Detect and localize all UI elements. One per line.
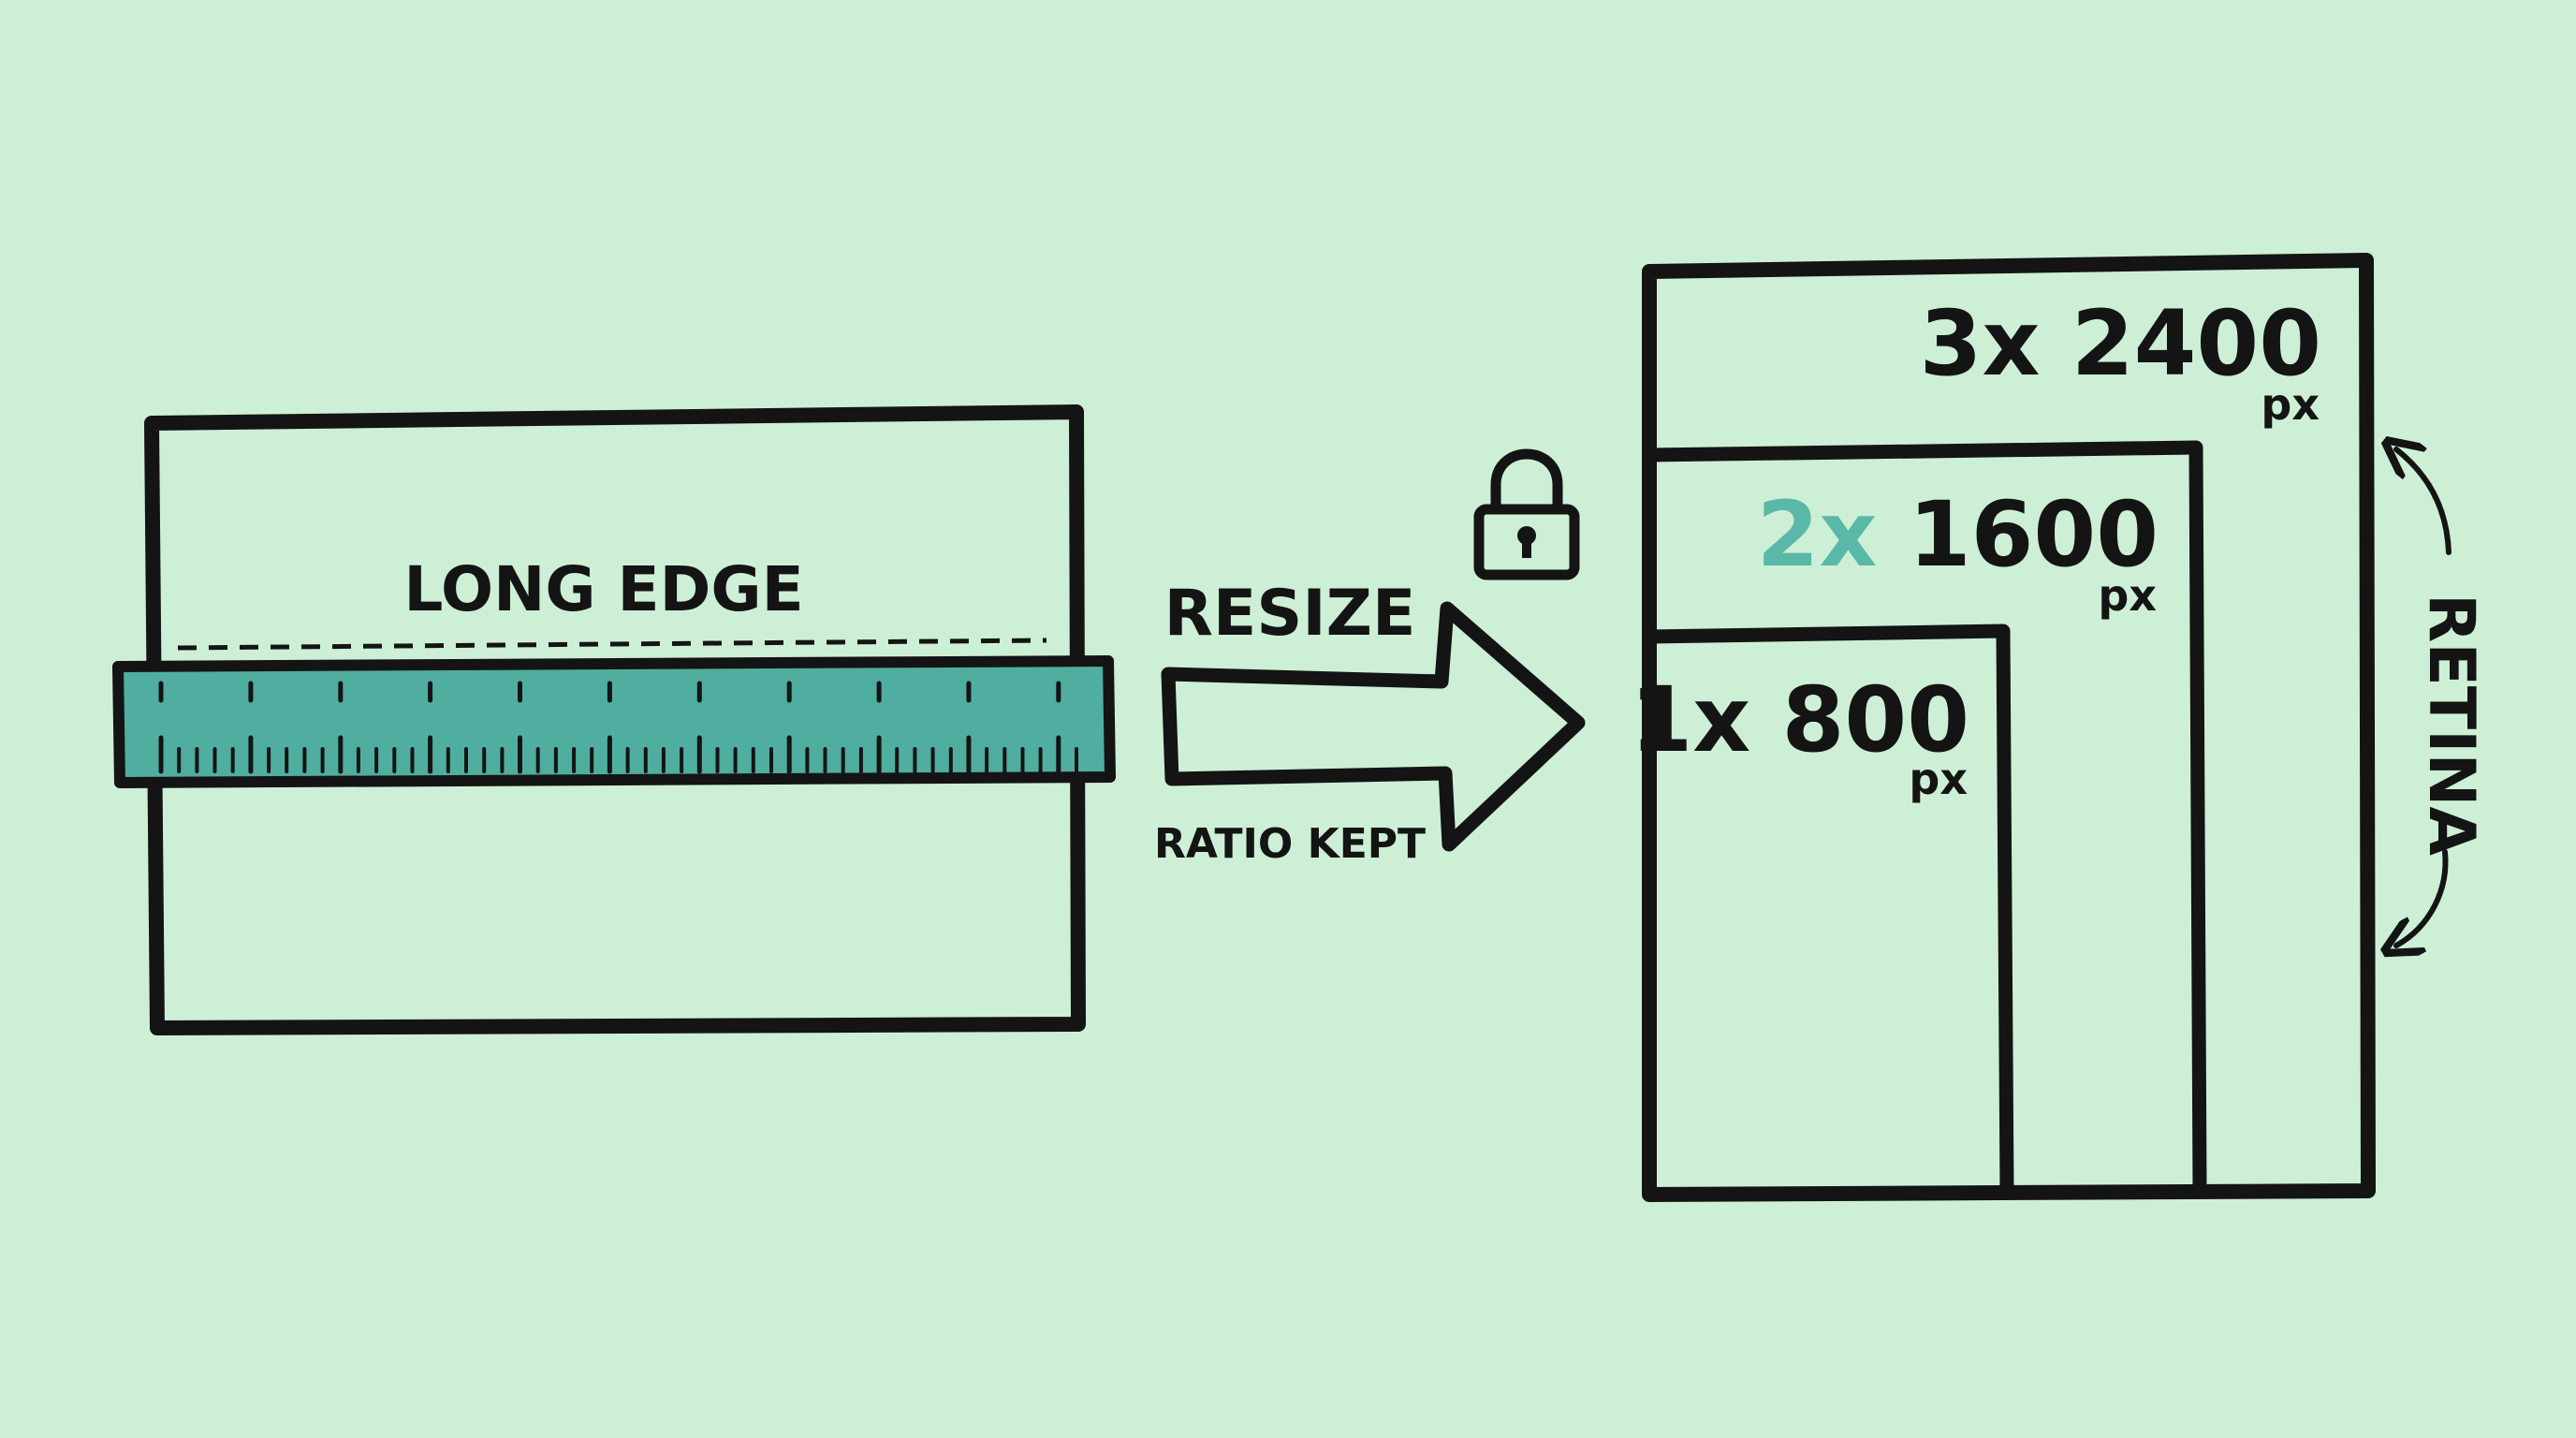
output-frame-2x [1650,440,2207,1192]
svg-text:2x 1600: 2x 1600 [1757,482,2159,587]
multiplier-3x: 3x [1920,291,2041,396]
resize-arrow [1161,601,1586,852]
unit-3x: px [2261,379,2320,430]
svg-text:1x 800: 1x 800 [1630,668,1969,772]
output-label-1x: 1x 800 px [1630,668,1969,804]
ratio-kept-label: RATIO KEPT [1154,820,1426,868]
retina-arrow-up-icon [2396,449,2452,555]
resize-label: RESIZE [1164,577,1416,651]
multiplier-1x: 1x [1630,668,1750,772]
long-edge-label: LONG EDGE [403,553,803,625]
long-edge-dashed-line [177,638,1047,651]
output-frame-3x [1642,253,2376,1202]
output-label-2x: 2x 1600 px [1757,482,2159,621]
svg-text:3x 2400: 3x 2400 [1920,291,2321,396]
source-image-frame [144,404,1086,1035]
value-2x: 1600 [1909,482,2159,587]
value-3x: 2400 [2071,291,2321,396]
retina-label: RETINA [2414,594,2488,856]
output-frame-1x [1650,624,2014,1192]
retina-arrow-down-icon [2396,849,2449,946]
unit-2x: px [2098,570,2157,621]
unit-1x: px [1909,754,1968,804]
ruler-ticks [158,681,1078,774]
ruler-icon [112,655,1116,788]
value-1x: 800 [1782,668,1969,772]
multiplier-2x: 2x [1757,482,1878,587]
padlock-icon [1473,448,1580,580]
output-label-3x: 3x 2400 px [1920,291,2321,430]
